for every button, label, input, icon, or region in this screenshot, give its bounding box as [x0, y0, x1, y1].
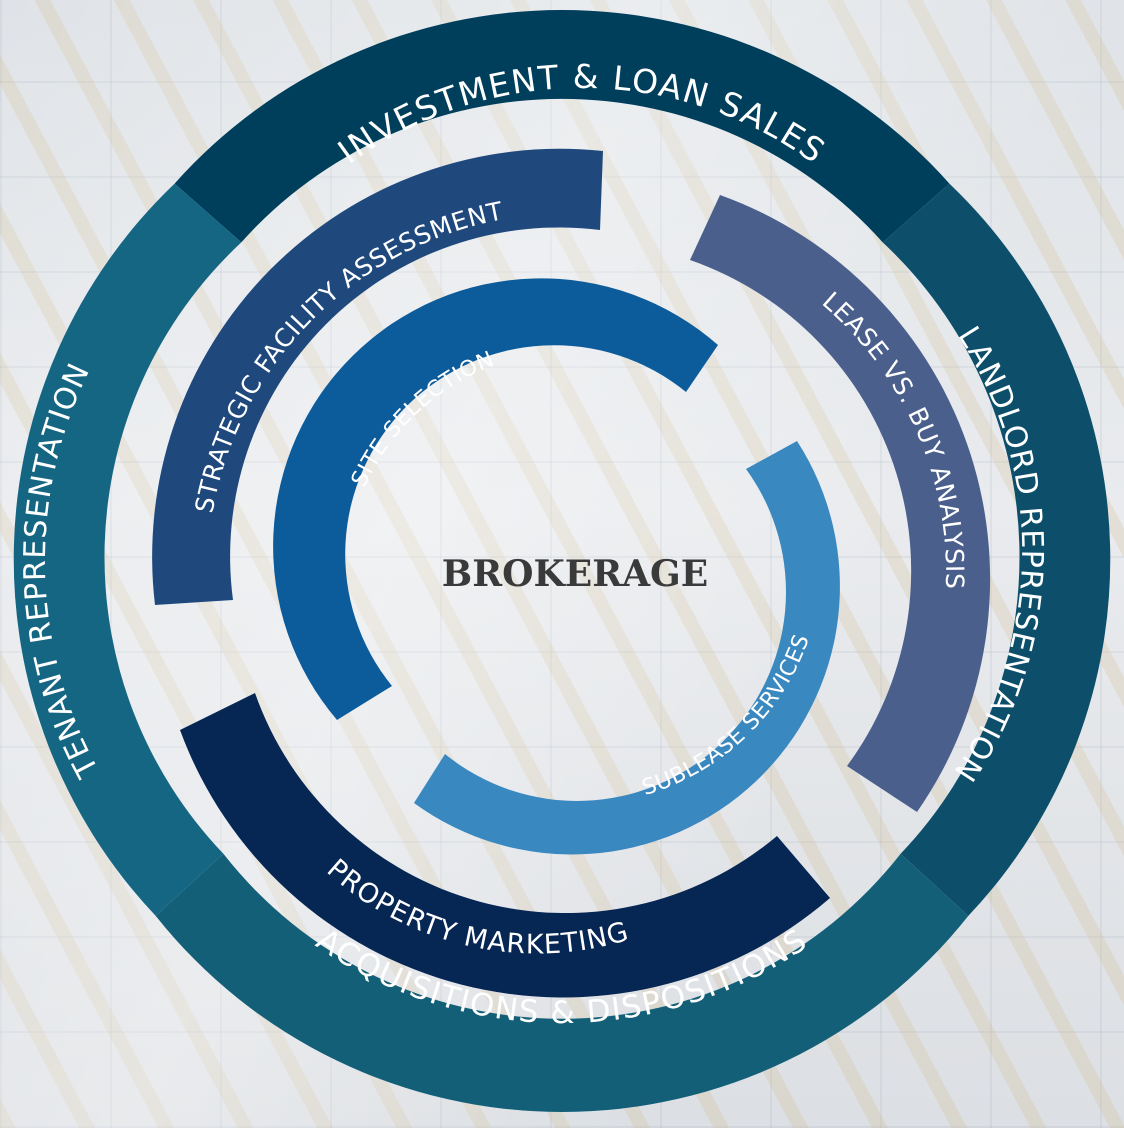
outer-segment-acquisitions[interactable] — [155, 853, 969, 1112]
middle-ring — [152, 148, 991, 998]
outer-segment-tenant[interactable] — [13, 183, 242, 916]
middle-segment-strategic[interactable] — [152, 148, 604, 605]
outer-segment-investment[interactable] — [174, 9, 950, 243]
inner-ring — [273, 278, 840, 855]
middle-segment-lease[interactable] — [690, 195, 991, 812]
outer-ring — [13, 9, 1111, 1112]
inner-segment-sublease[interactable] — [414, 441, 840, 855]
middle-segment-marketing[interactable] — [180, 693, 830, 998]
outer-segment-landlord[interactable] — [882, 183, 1111, 916]
center-title: BROKERAGE — [442, 553, 708, 595]
inner-segment-site[interactable] — [273, 278, 718, 720]
